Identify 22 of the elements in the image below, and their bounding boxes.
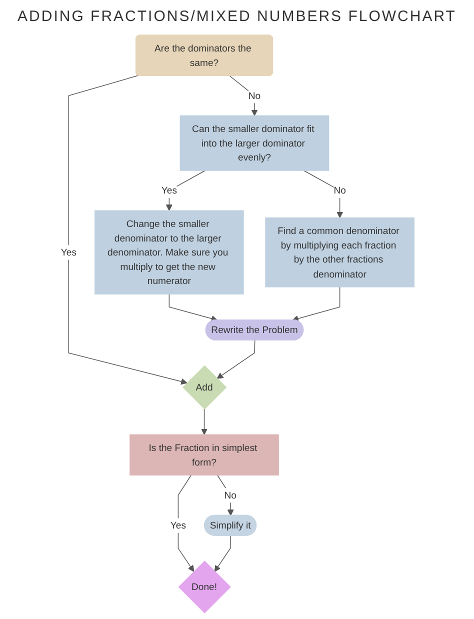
arrow: [214, 535, 231, 572]
edge-label: Yes: [60, 246, 76, 258]
edge-label: Yes: [160, 184, 176, 196]
node-box: Find a common denominator by multiplying each fraction by the other fractions denominator: [264, 217, 414, 288]
arrow: [68, 75, 187, 385]
node-box: Can the smaller dominator fit into the larger dominator evenly?: [179, 115, 329, 171]
node-box: Is the Fraction in simplest form?: [129, 434, 278, 476]
edge-label: Yes: [170, 520, 186, 531]
edge-label: No: [248, 90, 260, 101]
arrow: [168, 294, 218, 322]
arrow: [216, 474, 234, 516]
edge-label: No: [333, 184, 346, 196]
node-diamond: Add: [182, 365, 226, 410]
edge-label: No: [224, 489, 236, 501]
node-box: Change the smaller denominator to the larger denominator. Make sure you multiply to get the new numerator: [94, 210, 244, 294]
arrow: [177, 474, 194, 572]
arrow: [292, 286, 340, 322]
diagram-title: ADDING FRACTIONS/MIXED NUMBERS FLOWCHART: [16, 8, 458, 25]
node-diamond: Done!: [178, 560, 230, 614]
arrow: [200, 408, 207, 435]
arrow: [216, 340, 255, 379]
arrow: [165, 170, 206, 211]
